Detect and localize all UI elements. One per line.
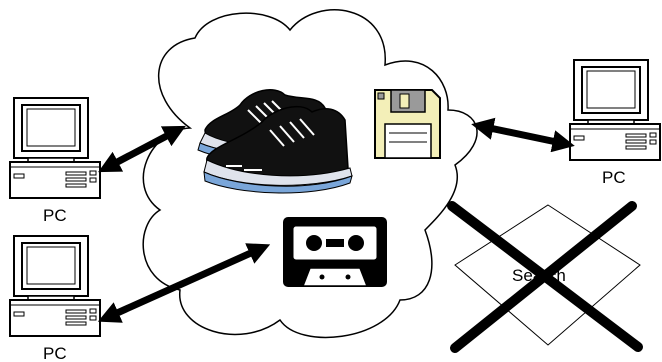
pc-right-label: PC <box>602 168 626 187</box>
floppy-disk-icon <box>375 90 440 158</box>
pc-top-left-computer-icon <box>10 98 100 198</box>
pc-top-left-label: PC <box>43 206 67 225</box>
search-crossed-out: Search <box>452 205 640 348</box>
arrow-cloud-to-pc-right <box>480 126 566 144</box>
pc-bottom-left-computer-icon <box>10 236 100 336</box>
pc-right-computer-icon <box>570 60 660 160</box>
pc-bottom-left-label: PC <box>43 344 67 362</box>
cassette-tape-icon <box>284 218 386 286</box>
